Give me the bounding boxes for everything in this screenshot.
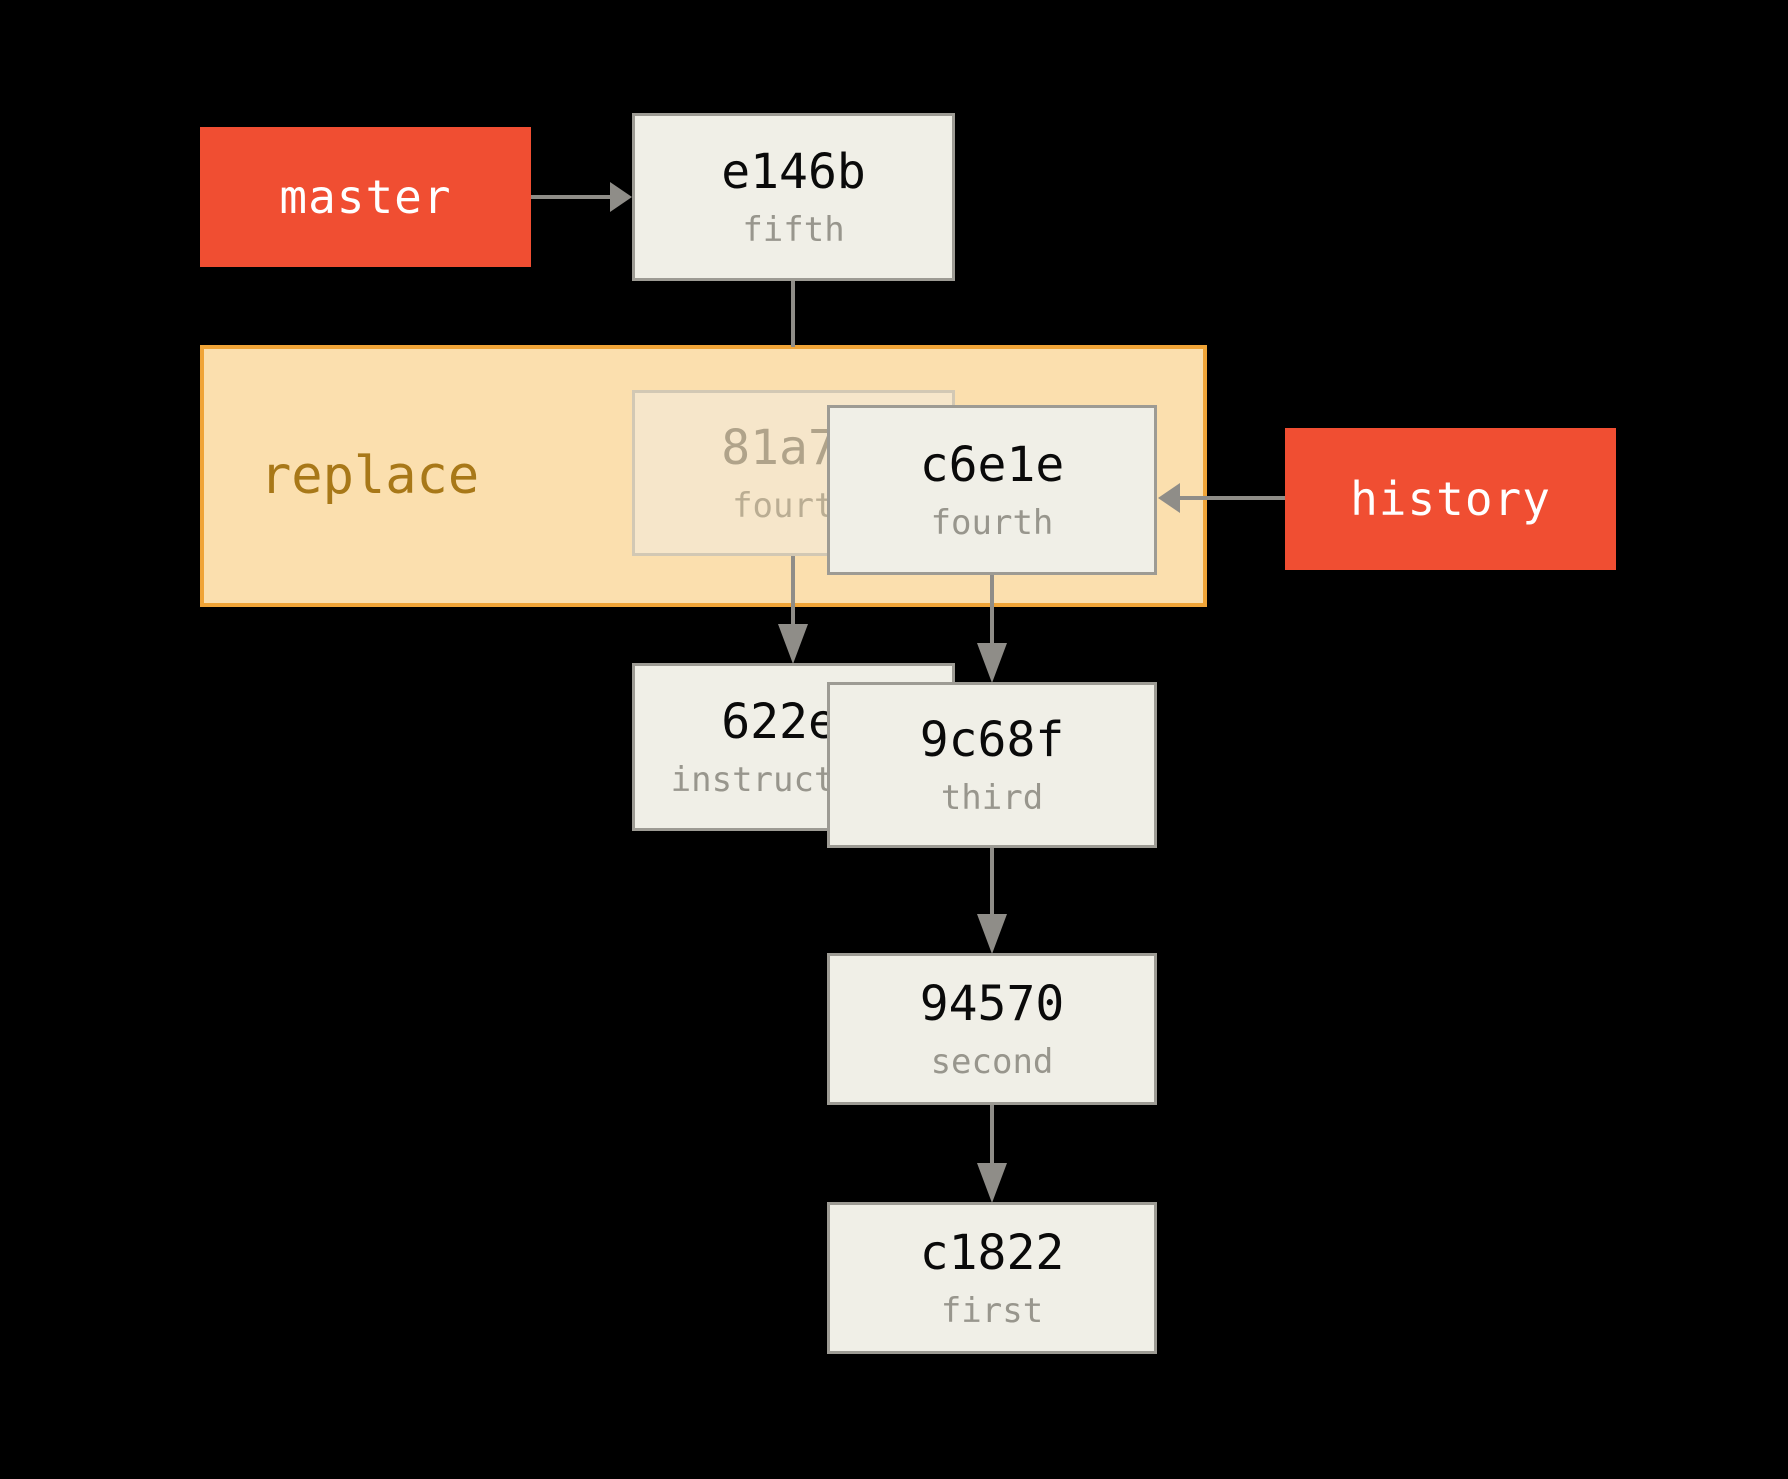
replace-region-label: replace [260, 446, 480, 506]
commit-hash: e146b [721, 143, 866, 200]
commit-box-c6e1e: c6e1e fourth [827, 405, 1157, 575]
history-branch-label-text: history [1350, 472, 1551, 526]
commit-hash: 94570 [919, 975, 1065, 1032]
master-branch-label-text: master [279, 170, 452, 224]
commit-message: first [940, 1291, 1044, 1332]
arrowhead-down-icon [778, 624, 808, 664]
arrowhead-left-icon [1158, 483, 1180, 513]
arrow-line-81a70-to-622e8 [791, 556, 795, 626]
arrow-line-master-to-e146b [531, 195, 611, 199]
commit-box-e146b: e146b fifth [632, 113, 955, 281]
commit-message: second [930, 1042, 1054, 1083]
commit-message: fifth [742, 210, 845, 251]
commit-hash: 9c68f [919, 711, 1065, 768]
arrow-line-94570-to-c1822 [990, 1105, 994, 1165]
arrow-line-9c68f-to-94570 [990, 848, 994, 916]
arrow-line-history-to-c6e1e [1180, 496, 1285, 500]
arrowhead-down-icon [977, 914, 1007, 954]
arrow-line-c6e1e-to-9c68f [990, 575, 994, 645]
arrowhead-down-icon [977, 1163, 1007, 1203]
history-branch-label: history [1285, 428, 1616, 570]
commit-hash: c1822 [919, 1224, 1065, 1281]
arrowhead-right-icon [610, 182, 632, 212]
commit-hash: c6e1e [919, 436, 1065, 493]
commit-box-94570: 94570 second [827, 953, 1157, 1105]
line-e146b-to-replace-region [791, 281, 795, 347]
commit-box-c1822: c1822 first [827, 1202, 1157, 1354]
arrowhead-down-icon [977, 643, 1007, 683]
commit-message: fourth [930, 503, 1054, 544]
master-branch-label: master [200, 127, 531, 267]
commit-message: third [940, 778, 1044, 819]
commit-box-9c68f: 9c68f third [827, 682, 1157, 848]
